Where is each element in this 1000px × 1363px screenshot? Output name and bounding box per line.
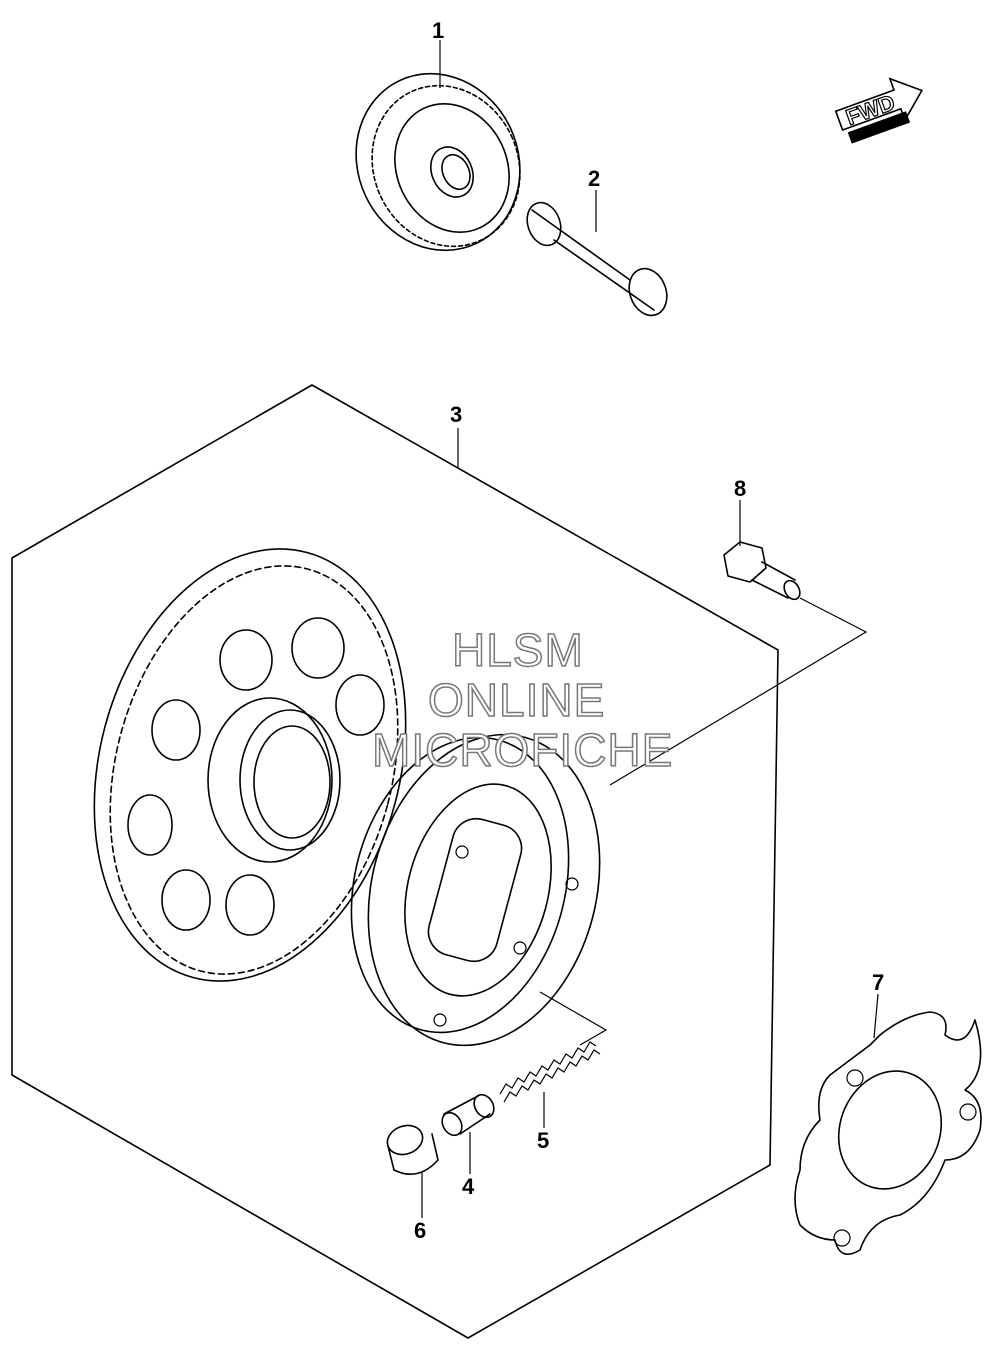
leader-lines — [421, 40, 879, 1218]
part-8-bolt[interactable] — [723, 541, 803, 602]
one-way-clutch-housing[interactable] — [320, 708, 633, 1071]
callout-1: 1 — [432, 18, 444, 43]
part-7-plate[interactable] — [794, 1011, 982, 1256]
part-6-cap[interactable] — [383, 1121, 439, 1176]
part-2-shaft[interactable] — [521, 198, 673, 321]
callout-7: 7 — [872, 970, 884, 995]
callout-6: 6 — [414, 1218, 426, 1243]
callout-4: 4 — [462, 1174, 475, 1199]
callout-2: 2 — [588, 166, 600, 191]
callout-3: 3 — [450, 402, 462, 427]
callout-8: 8 — [734, 476, 746, 501]
watermark: HLSM ONLINE MICROFICHE — [371, 623, 673, 777]
watermark-line-1: HLSM — [452, 624, 584, 676]
assembly-box-outline — [11, 384, 779, 1339]
starter-driven-gear[interactable] — [48, 514, 452, 1017]
callout-5: 5 — [537, 1128, 549, 1153]
watermark-line-3: MICROFICHE — [372, 724, 673, 776]
watermark-line-2: ONLINE — [428, 674, 605, 726]
part-4-roller[interactable] — [438, 1091, 498, 1139]
fwd-arrow-icon: FWD — [834, 77, 924, 144]
part-5-spring[interactable] — [499, 1041, 601, 1103]
part-1-idle-gear[interactable] — [327, 47, 548, 278]
